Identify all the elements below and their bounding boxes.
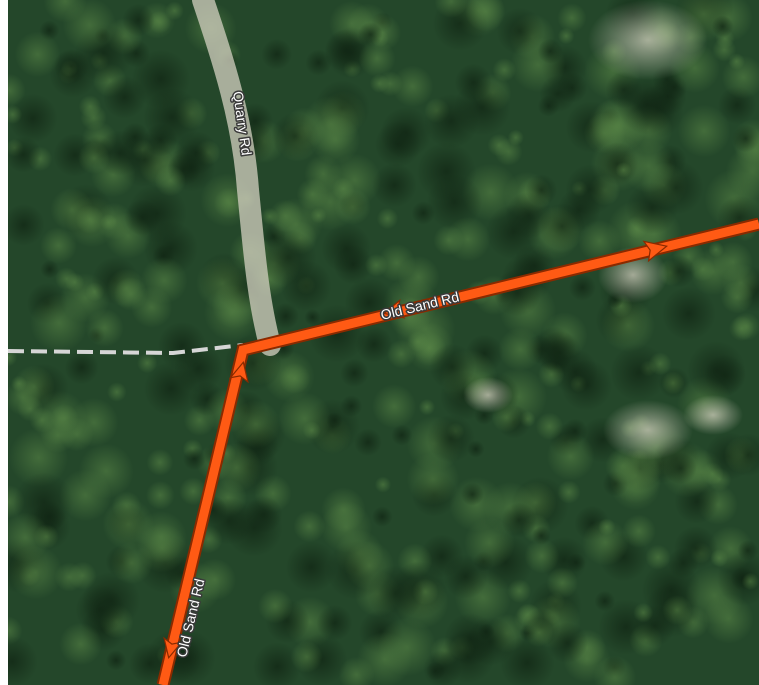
map-view[interactable]: Quarry Rd Old Sand Rd Old Sand Rd xyxy=(8,0,759,685)
quarry-road-track xyxy=(192,0,281,356)
map-canvas[interactable]: Quarry Rd Old Sand Rd Old Sand Rd xyxy=(8,0,759,685)
tree-canopy xyxy=(8,0,759,685)
dashed-trail xyxy=(8,343,244,356)
direction-arrow-icon xyxy=(163,636,184,660)
direction-arrow-icon xyxy=(228,360,249,384)
direction-arrow-icon xyxy=(642,240,669,263)
clearings xyxy=(463,0,743,460)
direction-arrow-icon xyxy=(382,298,406,319)
route-line[interactable] xyxy=(158,219,759,685)
